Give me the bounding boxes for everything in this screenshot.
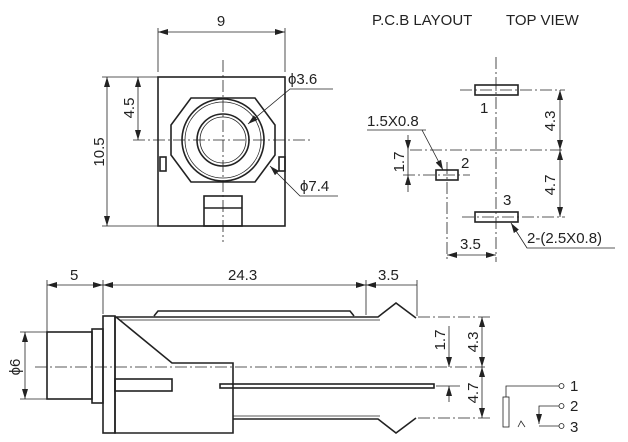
side-dim-mid: 1.7 xyxy=(432,330,449,351)
diameter-label: ϕ6 xyxy=(7,359,24,376)
pcb-dim-bottom: 4.7 xyxy=(542,175,559,196)
pad-2 xyxy=(435,169,459,181)
tail-length-label: 3.5 xyxy=(378,267,399,284)
pcb-title: P.C.B LAYOUT xyxy=(372,12,472,29)
side-dim-bottom: 4.7 xyxy=(465,383,482,404)
side-view: 5 24.3 3.5 ϕ6 4.3 4.7 1.7 xyxy=(7,267,490,435)
front-view: 9 10.5 4.5 ϕ3.6 ϕ7.4 xyxy=(91,13,338,242)
pad-3 xyxy=(474,211,519,223)
pad-3-label: 3 xyxy=(503,192,511,209)
nose xyxy=(46,331,93,400)
pad-1 xyxy=(474,84,519,96)
width-label: 9 xyxy=(217,13,225,30)
pin-1-label: 1 xyxy=(570,378,578,395)
pcb-dim-horizontal: 3.5 xyxy=(460,236,481,253)
height-label: 10.5 xyxy=(91,137,108,166)
schematic: 1 2 3 xyxy=(502,378,578,436)
pcb-dim-offset: 1.7 xyxy=(391,152,408,173)
pad-1-label: 1 xyxy=(480,100,488,117)
pad-size-label: 2-(2.5X0.8) xyxy=(527,230,602,247)
nose-length-label: 5 xyxy=(70,267,78,284)
pcb-layout: P.C.B LAYOUT TOP VIEW 1 2 3 4.3 4.7 1.7 … xyxy=(367,12,615,262)
pin-2-label: 2 xyxy=(570,398,578,415)
outer-diameter-label: ϕ7.4 xyxy=(300,178,329,195)
center-pin xyxy=(219,383,435,389)
pad2-size-label: 1.5X0.8 xyxy=(367,113,419,130)
pcb-dim-top: 4.3 xyxy=(542,111,559,132)
inner-diameter-label: ϕ3.6 xyxy=(288,71,317,88)
offset-label: 4.5 xyxy=(121,98,138,119)
body-length-label: 24.3 xyxy=(228,267,257,284)
pad-2-label: 2 xyxy=(461,155,469,172)
side-dim-top: 4.3 xyxy=(465,332,482,353)
view-title: TOP VIEW xyxy=(506,12,580,29)
pin-3-label: 3 xyxy=(570,419,578,436)
